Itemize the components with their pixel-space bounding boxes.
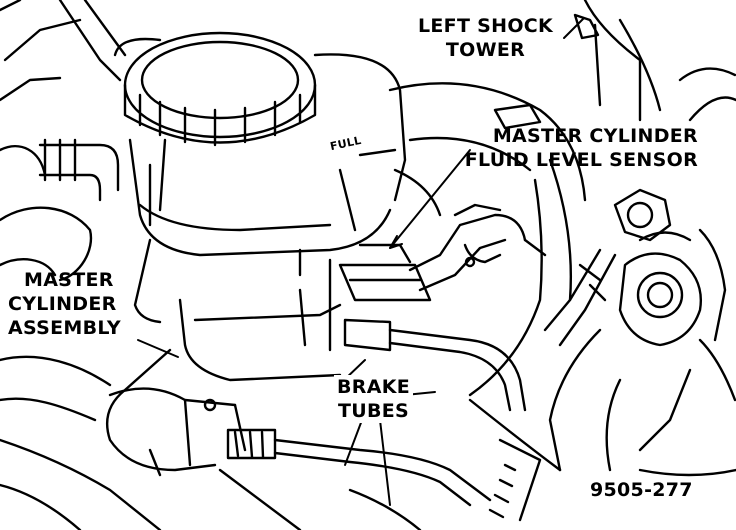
right-side-hardware [468, 188, 736, 522]
label-line: BRAKE [337, 376, 411, 398]
master-cylinder-body [105, 258, 342, 477]
leader-brake-tubes-2 [344, 419, 363, 466]
label-line: CYLINDER [8, 293, 117, 315]
bottom-contour [0, 438, 736, 530]
left-wheel-well [0, 18, 112, 422]
label-line: FLUID LEVEL SENSOR [464, 149, 698, 171]
leader-brake-tubes-4 [379, 419, 391, 506]
label-line: TOWER [445, 39, 526, 61]
label-line: LEFT SHOCK [418, 15, 554, 37]
label-line: MASTER CYLINDER [492, 125, 698, 147]
reservoir-cap [123, 31, 317, 147]
label-master-cylinder-assembly: MASTER CYLINDER ASSEMBLY [8, 268, 121, 340]
upper-hose [0, 0, 127, 202]
leader-shock-tower [563, 17, 585, 39]
label-line: ASSEMBLY [8, 317, 121, 339]
left-shock-tower [493, 0, 736, 242]
fluid-reservoir [113, 37, 407, 324]
sensor-connector [338, 203, 547, 302]
leader-fluid-sensor [389, 149, 471, 249]
figure-number: 9505-277 [588, 478, 695, 502]
label-fluid-level-sensor: MASTER CYLINDER FLUID LEVEL SENSOR [465, 124, 698, 172]
label-line: TUBES [337, 400, 410, 422]
brake-booster [388, 82, 587, 397]
leader-fluid-sensor-tip [389, 235, 403, 249]
label-brake-tubes: BRAKE TUBES [334, 375, 414, 423]
leader-lines [137, 17, 585, 506]
label-left-shock-tower: LEFT SHOCK TOWER [418, 14, 553, 62]
brake-tube-fittings [226, 318, 527, 507]
leader-cylinder-assembly [137, 339, 179, 358]
label-line: MASTER [24, 269, 114, 291]
